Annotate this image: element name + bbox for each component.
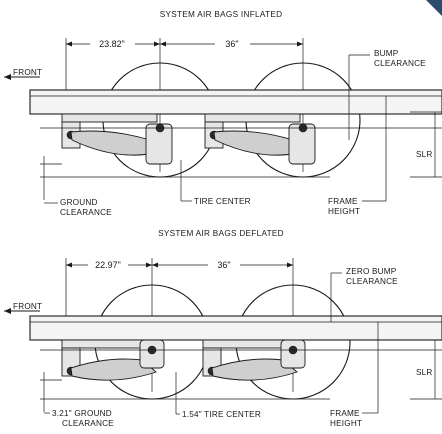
- ground-label-2: CLEARANCE: [60, 208, 112, 217]
- front-arrow-icon: [4, 308, 11, 314]
- tire-center-label: TIRE CENTER: [194, 197, 251, 206]
- hanger-plate: [204, 113, 301, 123]
- dim-axle-spacing: 36": [217, 260, 230, 270]
- dim-front-to-axle: 23.82": [99, 39, 125, 49]
- front-label: FRONT: [13, 302, 42, 311]
- frame-height-label-1: FRAME: [330, 409, 360, 418]
- bump-label-2: CLEARANCE: [346, 277, 398, 286]
- dim-front-to-axle: 22.97": [95, 260, 121, 270]
- hanger-plate: [61, 339, 153, 349]
- frame-rail: [29, 89, 442, 115]
- tire-center-label: 1.54" TIRE CENTER: [182, 410, 261, 419]
- ground-label-1: 3.21" GROUND: [52, 409, 112, 418]
- deflated-diagram: SYSTEM AIR BAGS DEFLATED 22.97" 36" FRON…: [4, 229, 442, 428]
- frame-rail: [29, 315, 442, 341]
- trailing-arm: [70, 358, 157, 381]
- bump-label-2: CLEARANCE: [374, 59, 426, 68]
- frame-height-label-2: HEIGHT: [330, 419, 362, 428]
- inflated-title: SYSTEM AIR BAGS INFLATED: [160, 10, 283, 19]
- deflated-title: SYSTEM AIR BAGS DEFLATED: [158, 229, 284, 238]
- front-label: FRONT: [13, 68, 42, 77]
- ground-label-2: CLEARANCE: [62, 419, 114, 428]
- ground-label-1: GROUND: [60, 198, 98, 207]
- bump-label-1: ZERO BUMP: [346, 267, 397, 276]
- hanger-plate: [202, 339, 294, 349]
- page-corner-mark: [426, 0, 442, 16]
- slr-label: SLR: [416, 150, 433, 159]
- dim-axle-spacing: 36": [225, 39, 238, 49]
- hanger-plate: [61, 113, 158, 123]
- front-arrow-icon: [4, 74, 11, 80]
- slr-label: SLR: [416, 368, 433, 377]
- inflated-diagram: SYSTEM AIR BAGS INFLATED 23.82" 36" FRON…: [4, 10, 442, 217]
- trailing-arm: [211, 358, 298, 381]
- frame-height-label-1: FRAME: [328, 197, 358, 206]
- frame-height-label-2: HEIGHT: [328, 207, 360, 216]
- bump-label-1: BUMP: [374, 49, 399, 58]
